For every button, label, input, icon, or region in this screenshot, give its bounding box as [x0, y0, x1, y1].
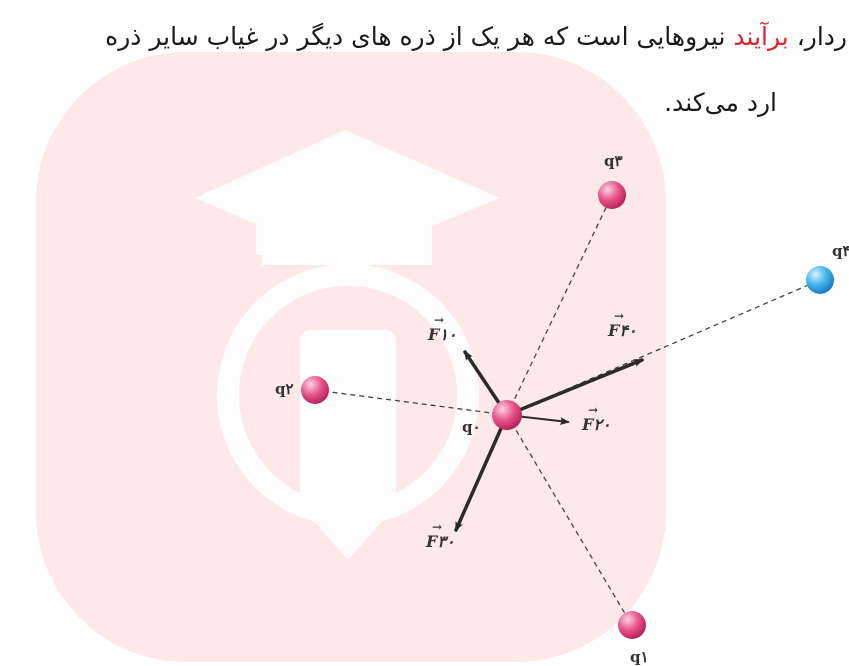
label-F10: F۱۰ — [427, 325, 457, 344]
dashed-line-q1 — [506, 414, 631, 623]
text-after: نیروهایی است که هر یک از ذره های دیگر در… — [105, 22, 734, 51]
dashed-line-q3 — [506, 194, 613, 416]
text-before: ردار، — [788, 22, 847, 51]
vector-arrow-F20: → — [588, 403, 598, 417]
force-label-F10: → F۱۰ — [427, 313, 457, 344]
vector-arrow-F10: → — [434, 313, 444, 327]
force-arrow-F30 — [454, 413, 509, 532]
vector-arrow-F40: → — [614, 309, 624, 323]
paragraph-line-2: ارد می‌کند. — [664, 88, 777, 117]
vector-arrow-F30: → — [432, 520, 442, 534]
watermark-emblem — [195, 130, 500, 560]
label-F30: F۳۰ — [425, 532, 455, 551]
charge-q3 — [598, 181, 626, 209]
force-arrow-F40 — [505, 358, 644, 417]
label-q3: q۳ — [604, 152, 623, 170]
dashed-line-q2 — [314, 389, 508, 416]
force-label-F30: → F۳۰ — [425, 520, 455, 551]
label-F40: F۴۰ — [607, 321, 637, 340]
force-label-F20: → F۲۰ — [581, 403, 611, 434]
highlight-term: برآیند — [733, 22, 789, 51]
charge-q1 — [618, 611, 646, 639]
charge-q0 — [492, 400, 522, 430]
charge-q2 — [301, 376, 329, 404]
paragraph-line-1: ردار، برآیند نیروهایی است که هر یک از ذر… — [105, 22, 847, 51]
label-q0: q۰ — [462, 418, 481, 436]
force-arrows — [454, 350, 644, 532]
force-label-F40: → F۴۰ — [607, 309, 637, 340]
label-F20: F۲۰ — [581, 415, 611, 434]
label-q2: q۲ — [275, 380, 294, 398]
dashed-lines — [314, 194, 821, 623]
label-q1: q۱ — [630, 648, 649, 666]
label-q4: q۴ — [832, 242, 849, 260]
charge-q4 — [806, 266, 834, 294]
